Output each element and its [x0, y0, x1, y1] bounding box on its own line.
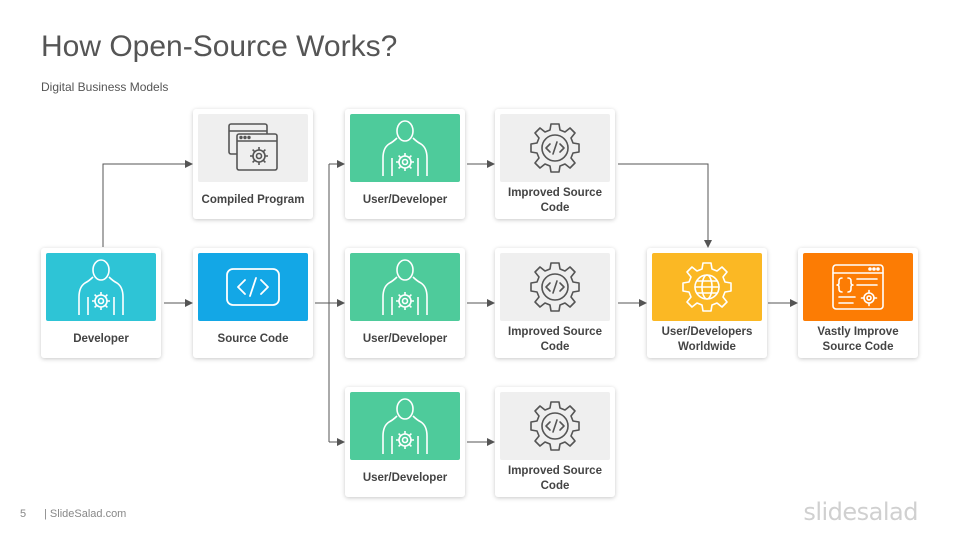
gear-code-icon	[530, 123, 580, 173]
user-developer-tile-2	[350, 253, 460, 321]
compiled-program-tile	[198, 114, 308, 182]
compiled-program-card: Compiled Program	[193, 109, 313, 219]
compiled-program-label: Compiled Program	[201, 194, 305, 206]
improved-source-card-1: Improved Source Code	[495, 109, 615, 219]
developer-tile	[46, 253, 156, 321]
user-gear-icon	[382, 120, 428, 176]
browser-code-gear-icon	[832, 264, 884, 310]
improved-source-tile-1	[500, 114, 610, 182]
user-developer-label-1: User/Developer	[362, 194, 448, 206]
improved-source-tile-3	[500, 392, 610, 460]
worldwide-tile	[652, 253, 762, 321]
gear-code-icon	[530, 262, 580, 312]
gear-globe-icon	[682, 262, 732, 312]
brand-logo: slidesalad	[803, 498, 918, 526]
page-number: 5	[20, 508, 27, 520]
developer-card: Developer	[41, 248, 161, 358]
slide-subtitle: Digital Business Models	[41, 80, 169, 94]
user-gear-icon	[382, 398, 428, 454]
user-developer-card-3: User/Developer	[345, 387, 465, 497]
source-code-tile	[198, 253, 308, 321]
worldwide-label: User/Developers Worldwide	[661, 325, 753, 353]
user-developer-tile-1	[350, 114, 460, 182]
user-developer-card-2: User/Developer	[345, 248, 465, 358]
vastly-improve-label: Vastly Improve Source Code	[817, 325, 899, 353]
slide-title: How Open-Source Works?	[41, 30, 398, 63]
source-code-label: Source Code	[217, 333, 289, 345]
source-code-card: Source Code	[193, 248, 313, 358]
footer-site: | SlideSalad.com	[44, 508, 127, 520]
user-developer-card-1: User/Developer	[345, 109, 465, 219]
developer-label: Developer	[73, 333, 129, 345]
user-gear-icon	[78, 259, 124, 315]
improved-source-label-1: Improved Source Code	[508, 186, 602, 214]
improved-source-tile-2	[500, 253, 610, 321]
improved-source-label-2: Improved Source Code	[508, 325, 602, 353]
arrow-improved1-to-worldwide	[618, 163, 712, 248]
improved-source-card-3: Improved Source Code	[495, 387, 615, 497]
code-icon	[226, 268, 280, 306]
worldwide-card: User/Developers Worldwide	[647, 248, 767, 358]
arrow-developer-to-compiled	[102, 160, 193, 247]
user-gear-icon	[382, 259, 428, 315]
user-developer-label-2: User/Developer	[362, 333, 448, 345]
user-developer-tile-3	[350, 392, 460, 460]
vastly-improve-tile	[803, 253, 913, 321]
improved-source-label-3: Improved Source Code	[508, 464, 602, 492]
improved-source-card-2: Improved Source Code	[495, 248, 615, 358]
user-developer-label-3: User/Developer	[362, 472, 448, 484]
gear-code-icon	[530, 401, 580, 451]
browser-gear-icon	[228, 123, 278, 171]
vastly-improve-card: Vastly Improve Source Code	[798, 248, 918, 358]
